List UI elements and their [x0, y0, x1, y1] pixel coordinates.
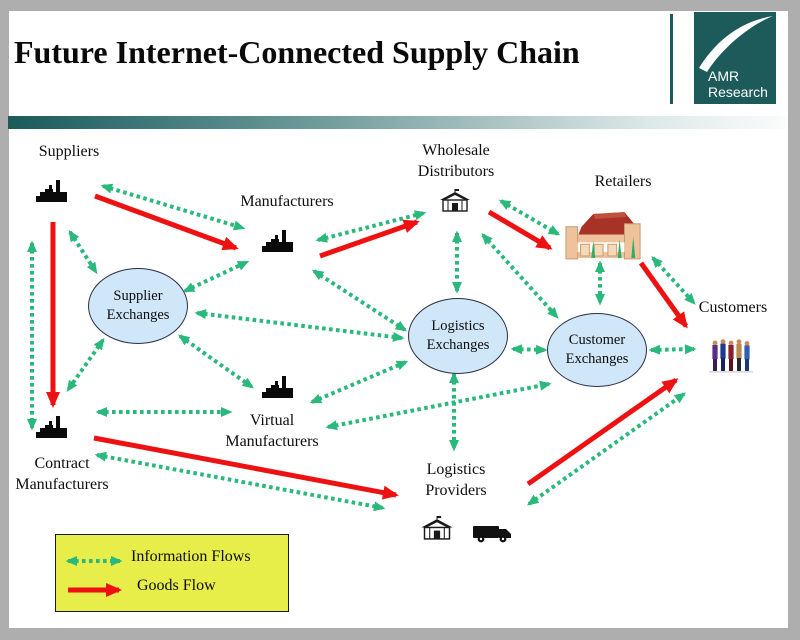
legend-goods-flow-label: Goods Flow	[137, 577, 216, 594]
factory-icon	[258, 226, 298, 259]
truck-icon	[472, 520, 512, 549]
node-label-retailers: Retailers	[594, 173, 652, 190]
legend-box	[55, 534, 289, 612]
node-label-customers: Customers	[698, 299, 768, 316]
amr-research-logo: AMR Research	[694, 12, 776, 104]
logistics-exchanges-ellipse: Logistics Exchanges	[408, 298, 508, 374]
warehouse-icon	[419, 516, 455, 546]
logo-text: AMR Research	[708, 68, 768, 100]
customer-exchanges-ellipse: Customer Exchanges	[547, 313, 647, 387]
node-label-contract-manufacturers: Contract Manufacturers	[15, 455, 109, 493]
factory-icon	[258, 372, 298, 405]
factory-icon	[34, 176, 70, 209]
node-label-manufacturers: Manufacturers	[240, 193, 334, 210]
node-label-wholesale-distributors: Wholesale Distributors	[417, 142, 495, 180]
page-title: Future Internet-Connected Supply Chain	[14, 34, 580, 70]
warehouse-icon	[437, 189, 473, 218]
node-label-logistics-providers: Logistics Providers	[425, 461, 487, 499]
supplier-exchanges-ellipse: Supplier Exchanges	[88, 268, 188, 344]
store-icon	[564, 207, 644, 269]
header-gradient-rule	[8, 116, 788, 129]
logo-divider	[670, 14, 673, 104]
node-label-suppliers: Suppliers	[38, 143, 100, 160]
swoosh-icon	[699, 16, 773, 72]
node-label-virtual-manufacturers: Virtual Manufacturers	[225, 412, 319, 450]
factory-icon	[34, 412, 70, 445]
people-icon	[709, 337, 753, 380]
legend-information-flows-label: Information Flows	[131, 548, 251, 565]
